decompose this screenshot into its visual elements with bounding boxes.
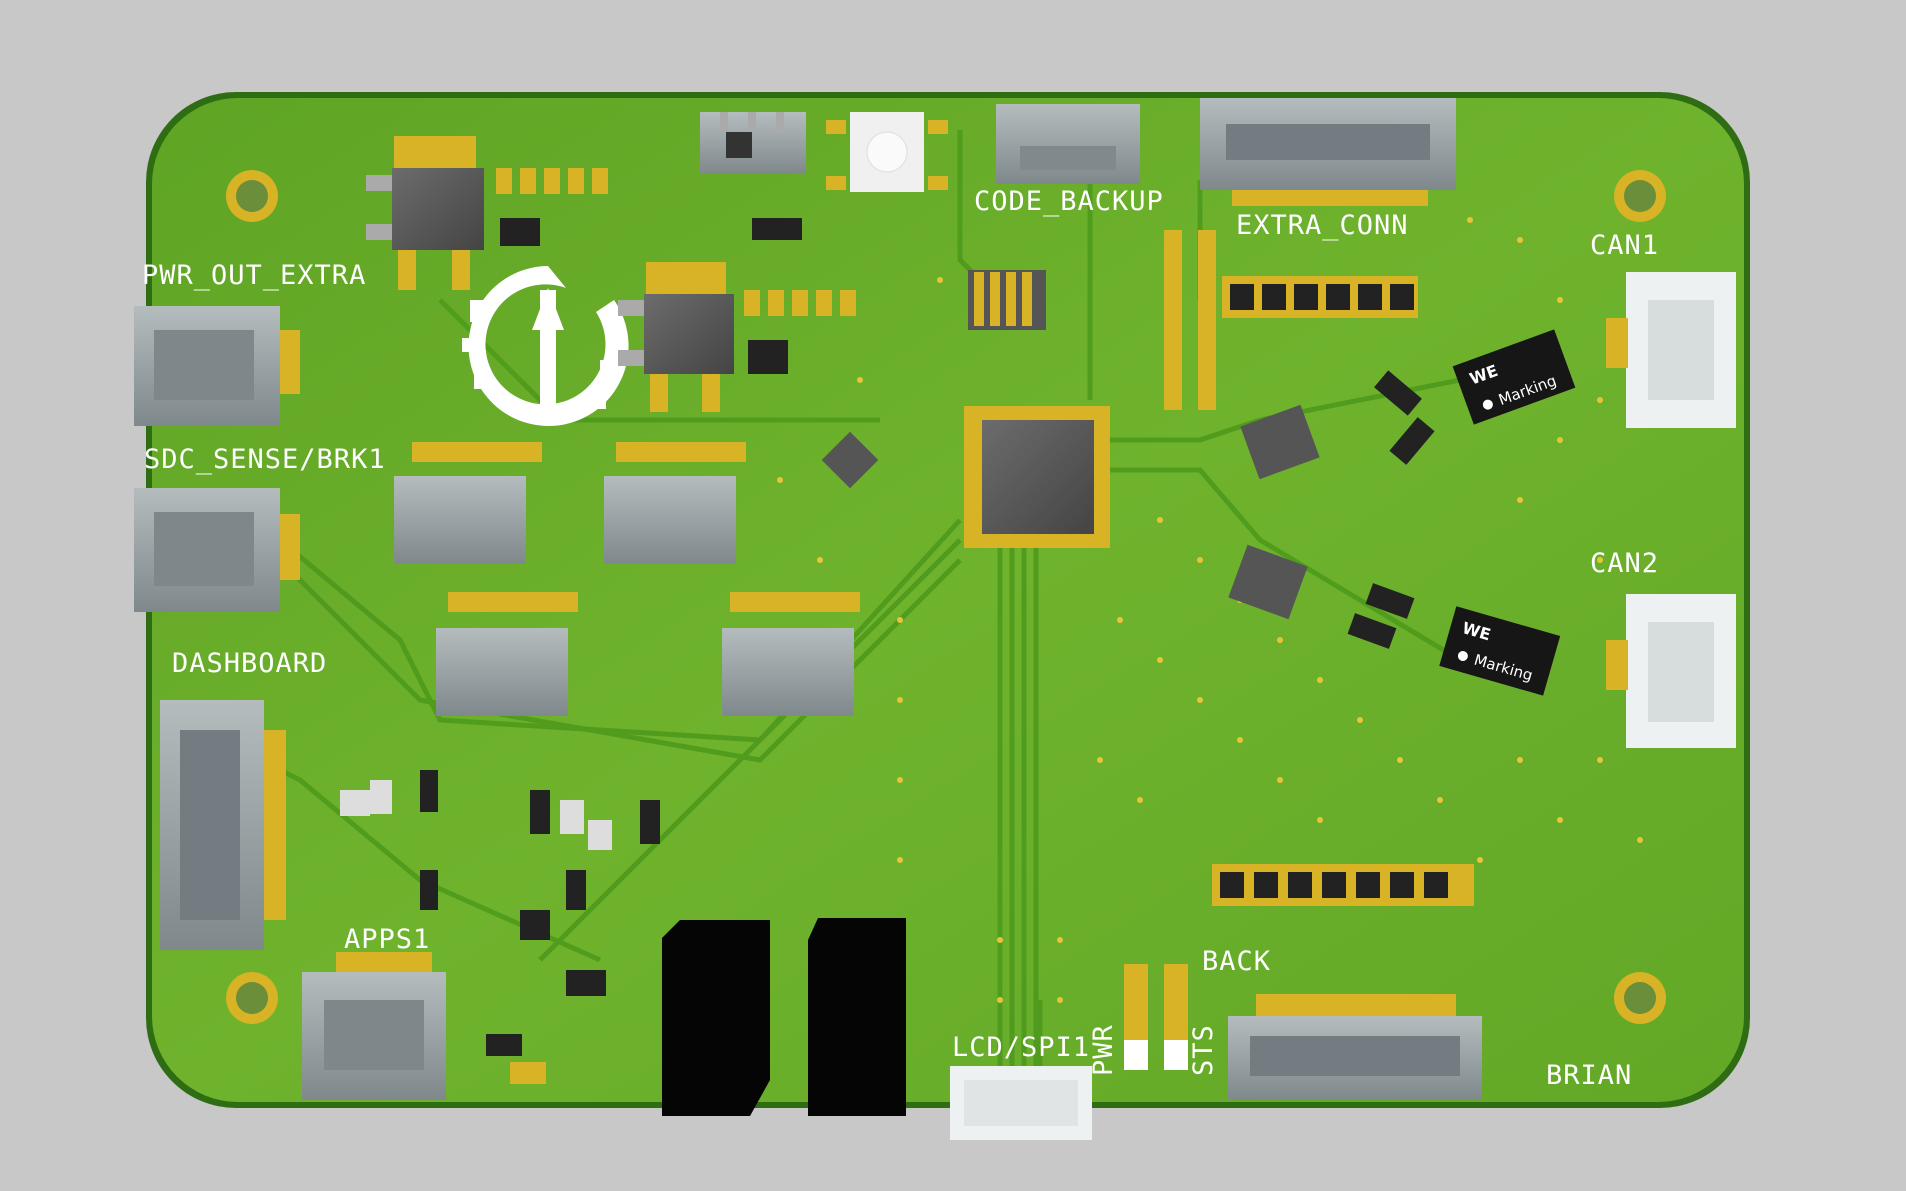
label-code-backup: CODE_BACKUP: [974, 186, 1164, 217]
connector-sdc-sense-brk1[interactable]: [134, 488, 300, 612]
label-pwr-out-extra: PWR_OUT_EXTRA: [142, 260, 366, 291]
label-apps1: APPS1: [344, 924, 430, 955]
connector-extra-conn[interactable]: [1200, 98, 1456, 206]
team-logo-gear-icon: [462, 266, 629, 426]
label-can1: CAN1: [1590, 230, 1659, 261]
passive-array-top-left: [496, 168, 856, 374]
common-mode-choke-2: WE Marking: [1439, 606, 1561, 696]
voltage-regulator-2: [618, 262, 734, 412]
connector-back[interactable]: [1228, 994, 1482, 1100]
label-sdc-sense-brk1: SDC_SENSE/BRK1: [144, 444, 386, 475]
push-button[interactable]: [826, 112, 948, 192]
label-lcd-spi1: LCD/SPI1: [952, 1032, 1090, 1063]
label-pwr-led: PWR: [1088, 1024, 1119, 1076]
microcontroller-chip: [964, 406, 1110, 548]
silkscreen-labels: PWR_OUT_EXTRA SDC_SENSE/BRK1 DASHBOARD A…: [142, 186, 1659, 1091]
mounting-hole-top-left: [226, 170, 278, 222]
resistor-array-center: [968, 270, 1046, 330]
connector-can2[interactable]: [1606, 594, 1736, 748]
mounting-holes: [226, 170, 1666, 1024]
voltage-regulator-1: [366, 136, 484, 290]
common-mode-choke-1: WE Marking: [1452, 329, 1576, 425]
connector-lcd-spi1[interactable]: [950, 1066, 1092, 1140]
passive-components-extra: [340, 230, 1474, 1084]
label-dashboard: DASHBOARD: [172, 648, 327, 679]
label-sts-led: STS: [1188, 1024, 1219, 1076]
connector-apps1[interactable]: [302, 952, 446, 1100]
connector-pwr-out-extra[interactable]: [134, 306, 300, 426]
label-back: BACK: [1202, 946, 1271, 977]
label-can2: CAN2: [1590, 548, 1659, 579]
mounting-hole-top-right: [1614, 170, 1666, 222]
connector-dashboard[interactable]: [160, 700, 286, 950]
can-transceiver-ic-2: [1228, 544, 1308, 620]
mounting-hole-bottom-right: [1614, 972, 1666, 1024]
bulk-capacitors: [662, 918, 906, 1116]
can-transceiver-ic-1: [1240, 404, 1320, 480]
mounting-hole-bottom-left: [226, 972, 278, 1024]
connector-code-backup[interactable]: [996, 104, 1140, 184]
label-brian: BRIAN: [1546, 1060, 1632, 1091]
label-extra-conn: EXTRA_CONN: [1236, 210, 1409, 241]
slide-switch[interactable]: [700, 112, 806, 174]
connector-can1[interactable]: [1606, 272, 1736, 428]
relay-block: [394, 442, 860, 716]
